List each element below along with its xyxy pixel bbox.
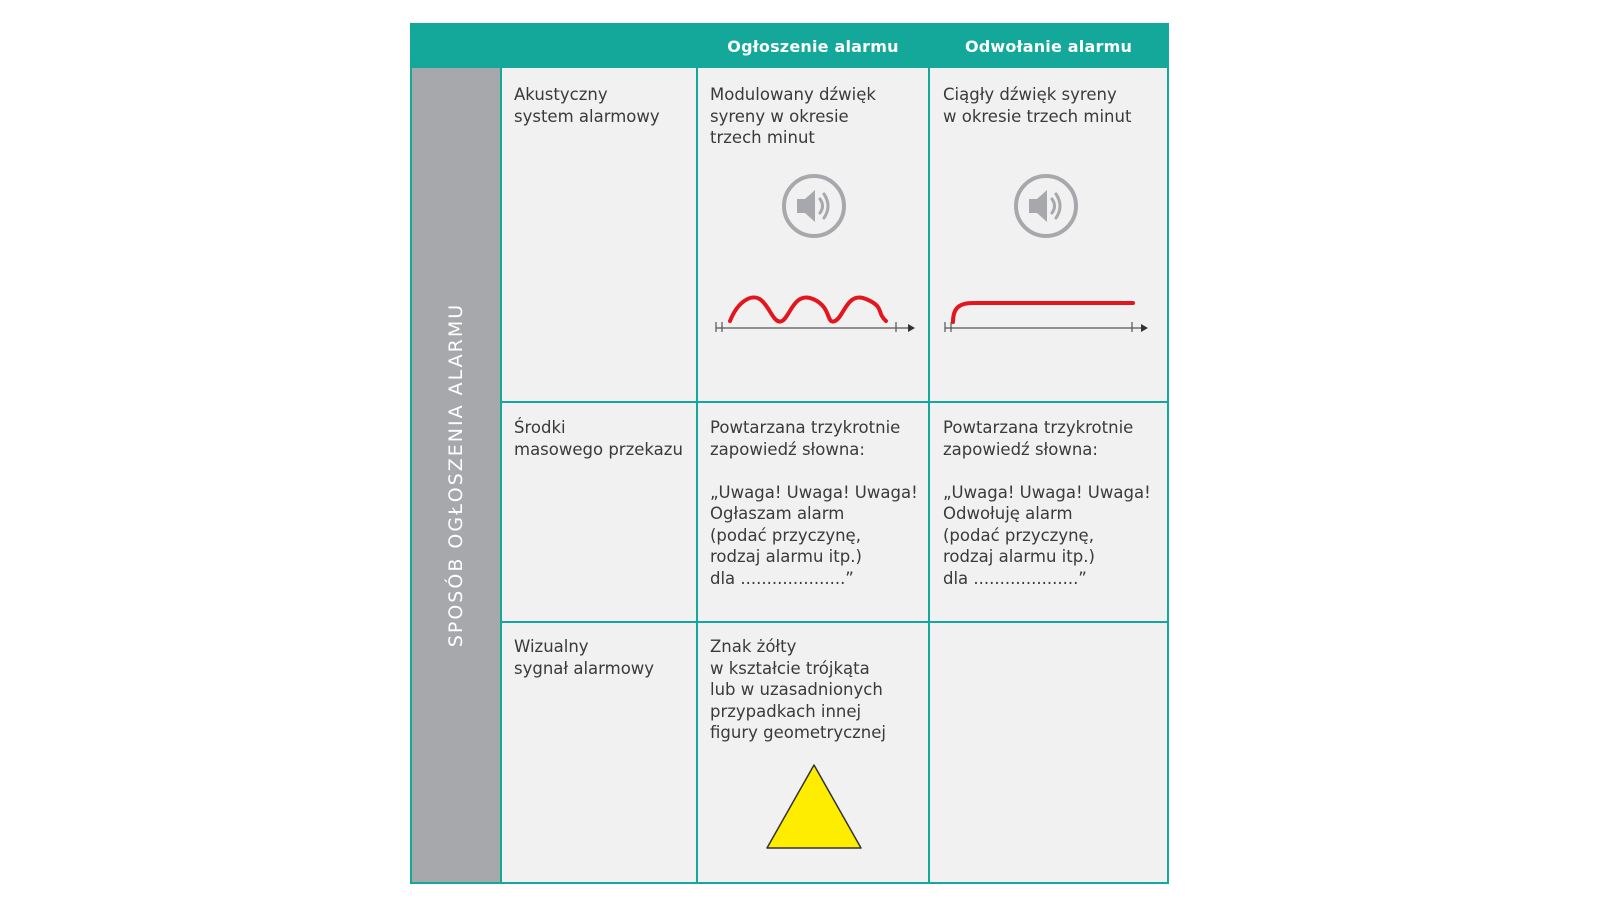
divider [500,401,1167,403]
mass-media-cancel-text: Powtarzana trzykrotnie zapowiedź słowna:… [943,418,1151,588]
divider [696,25,698,882]
divider [928,25,930,882]
alarm-table: Ogłoszenie alarmu Odwołanie alarmu SPOSÓ… [410,23,1169,884]
visual-announce-text: Znak żółty w kształcie trójkąta lub w uz… [710,637,887,742]
row-label-visual: Wizualny sygnał alarmowy [514,637,655,678]
continuous-tone-icon [939,270,1153,332]
row-label-mass-media: Środki masowego przekazu [514,418,683,459]
table-header [412,25,1167,68]
side-label-column: SPOSÓB OGŁOSZENIA ALARMU [412,68,500,882]
divider [500,68,502,882]
acoustic-cancel-text: Ciągły dźwięk syreny w okresie trzech mi… [943,85,1132,126]
mass-media-announce-text: Powtarzana trzykrotnie zapowiedź słowna:… [710,418,918,588]
acoustic-announce-text: Modulowany dźwięk syreny w okresie trzec… [710,85,876,147]
modulated-wave-icon [708,270,922,332]
row-label-acoustic: Akustyczny system alarmowy [514,85,660,126]
side-label: SPOSÓB OGŁOSZENIA ALARMU [445,302,467,648]
speaker-icon [781,173,847,239]
speaker-icon [1013,173,1079,239]
header-announce-alarm: Ogłoszenie alarmu [727,37,899,56]
header-cancel-alarm: Odwołanie alarmu [964,37,1133,56]
yellow-triangle-icon [764,763,864,851]
divider [500,621,1167,623]
